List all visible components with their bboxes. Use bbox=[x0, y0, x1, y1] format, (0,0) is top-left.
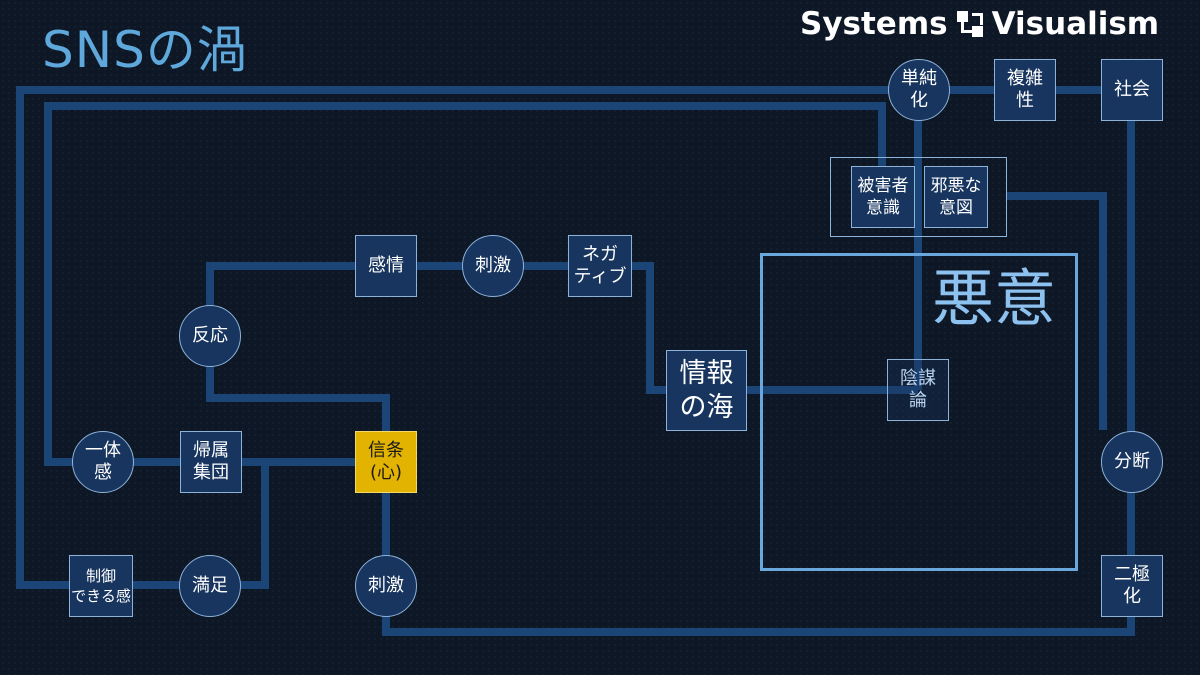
brand-right: Visualism bbox=[991, 6, 1160, 42]
node-polarization[interactable]: 二極 化 bbox=[1101, 555, 1163, 617]
node-division[interactable]: 分断 bbox=[1101, 431, 1163, 493]
page-title: SNSの渦 bbox=[42, 21, 248, 79]
malice-region bbox=[760, 253, 1078, 571]
node-sea-of-information[interactable]: 情報 の海 bbox=[666, 350, 747, 431]
node-conspiracy[interactable]: 陰謀 論 bbox=[887, 359, 949, 421]
line-satisfaction bbox=[101, 462, 269, 589]
node-malicious-intent[interactable]: 邪悪な 意図 bbox=[924, 166, 988, 228]
node-stimulus-bottom[interactable]: 刺激 bbox=[355, 555, 417, 617]
node-emotion[interactable]: 感情 bbox=[355, 235, 417, 297]
node-belonging-group[interactable]: 帰属 集団 bbox=[180, 431, 242, 493]
node-simplification[interactable]: 単純 化 bbox=[888, 59, 950, 121]
node-society[interactable]: 社会 bbox=[1101, 59, 1163, 121]
systems-logo-icon bbox=[956, 11, 983, 37]
node-sense-of-control[interactable]: 制御 できる感 bbox=[69, 555, 133, 617]
brand-left: Systems bbox=[800, 6, 948, 42]
brand-logo: Systems Visualism bbox=[800, 6, 1159, 42]
loop-inner bbox=[44, 102, 886, 466]
loop-outer bbox=[16, 86, 1131, 589]
node-victim-mentality[interactable]: 被害者 意識 bbox=[851, 166, 915, 228]
node-belief[interactable]: 信条 (心) bbox=[355, 431, 417, 493]
node-stimulus-top[interactable]: 刺激 bbox=[462, 235, 524, 297]
node-reaction[interactable]: 反応 bbox=[179, 305, 241, 367]
node-negative[interactable]: ネガ ティブ bbox=[568, 235, 632, 297]
node-unity[interactable]: 一体 感 bbox=[72, 431, 134, 493]
node-satisfaction[interactable]: 満足 bbox=[179, 555, 241, 617]
line-malice-divide bbox=[1007, 192, 1107, 430]
node-complexity[interactable]: 複雑 性 bbox=[994, 59, 1056, 121]
malice-label: 悪意 bbox=[932, 262, 1057, 335]
victim-malice-group bbox=[830, 157, 1007, 237]
